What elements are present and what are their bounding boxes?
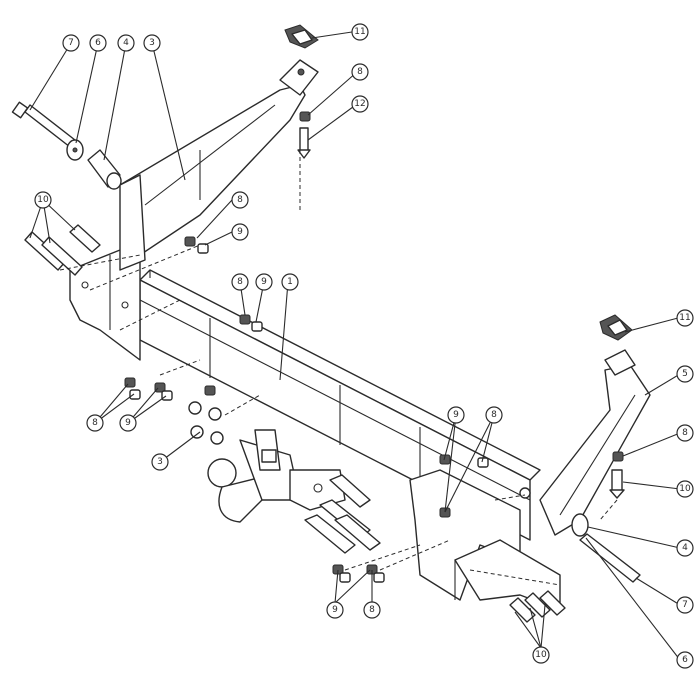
callout-12-top: 12	[351, 95, 369, 113]
callout-8-bottom: 8	[363, 601, 381, 619]
callout-7-right: 7	[676, 596, 694, 614]
svg-text:10: 10	[679, 484, 691, 494]
callout-10-bottom: 10	[532, 646, 550, 664]
right-side-arm	[519, 349, 651, 536]
callout-3-lower: 3	[151, 453, 169, 471]
svg-text:4: 4	[123, 38, 129, 48]
svg-text:8: 8	[357, 67, 363, 77]
callout-4-top-left: 4	[117, 34, 135, 52]
svg-text:3: 3	[149, 38, 155, 48]
svg-text:5: 5	[682, 369, 688, 379]
right-end-plate	[409, 469, 561, 611]
svg-text:10: 10	[37, 195, 49, 205]
svg-text:10: 10	[535, 650, 547, 660]
left-end-plate	[69, 249, 141, 361]
callout-3-top-left: 3	[143, 34, 161, 52]
svg-text:6: 6	[95, 38, 101, 48]
svg-text:3: 3	[157, 457, 163, 467]
svg-text:12: 12	[354, 99, 365, 109]
callout-8-lower-left: 8	[86, 414, 104, 432]
callout-8-left-arm: 8	[231, 191, 249, 209]
left-side-arm	[119, 59, 319, 271]
svg-text:8: 8	[237, 277, 243, 287]
callout-9-lower-left: 9	[119, 414, 137, 432]
svg-text:9: 9	[261, 277, 267, 287]
nut-set	[124, 111, 624, 583]
svg-text:11: 11	[679, 313, 690, 323]
svg-text:8: 8	[237, 195, 243, 205]
callout-9-center: 9	[255, 273, 273, 291]
svg-text:8: 8	[682, 428, 688, 438]
callout-9-left-arm: 9	[231, 223, 249, 241]
svg-text:8: 8	[491, 410, 497, 420]
callout-1-crossbar: 1	[281, 273, 299, 291]
callout-4-right: 4	[676, 539, 694, 557]
top-clips	[284, 24, 633, 341]
callout-9-bottom: 9	[326, 601, 344, 619]
svg-text:9: 9	[453, 410, 459, 420]
svg-text:9: 9	[125, 418, 131, 428]
callout-5-right: 5	[676, 365, 694, 383]
svg-text:9: 9	[237, 227, 243, 237]
svg-text:1: 1	[287, 277, 293, 287]
callout-8-right-arm: 8	[676, 424, 694, 442]
svg-text:8: 8	[369, 605, 375, 615]
callout-11-top: 11	[351, 23, 369, 41]
callout-6-top-left: 6	[89, 34, 107, 52]
svg-text:7: 7	[682, 600, 688, 610]
callout-10-right-arm: 10	[676, 480, 694, 498]
svg-text:7: 7	[68, 38, 74, 48]
callout-11-right: 11	[676, 309, 694, 327]
tow-ball-assembly	[207, 429, 301, 523]
callout-10-left: 10	[34, 191, 52, 209]
svg-text:6: 6	[682, 655, 688, 665]
svg-text:8: 8	[92, 418, 98, 428]
callout-8-top: 8	[351, 63, 369, 81]
callout-8-center: 8	[231, 273, 249, 291]
svg-text:11: 11	[354, 27, 365, 37]
callout-9-right: 9	[447, 406, 465, 424]
leader-lines	[29, 31, 681, 661]
callout-8-right: 8	[485, 406, 503, 424]
callout-7-top-left: 7	[62, 34, 80, 52]
bolt-set	[11, 101, 641, 623]
callout-6-right: 6	[676, 651, 694, 669]
svg-text:9: 9	[332, 605, 338, 615]
svg-text:4: 4	[682, 543, 688, 553]
assembly-lines	[59, 150, 618, 586]
